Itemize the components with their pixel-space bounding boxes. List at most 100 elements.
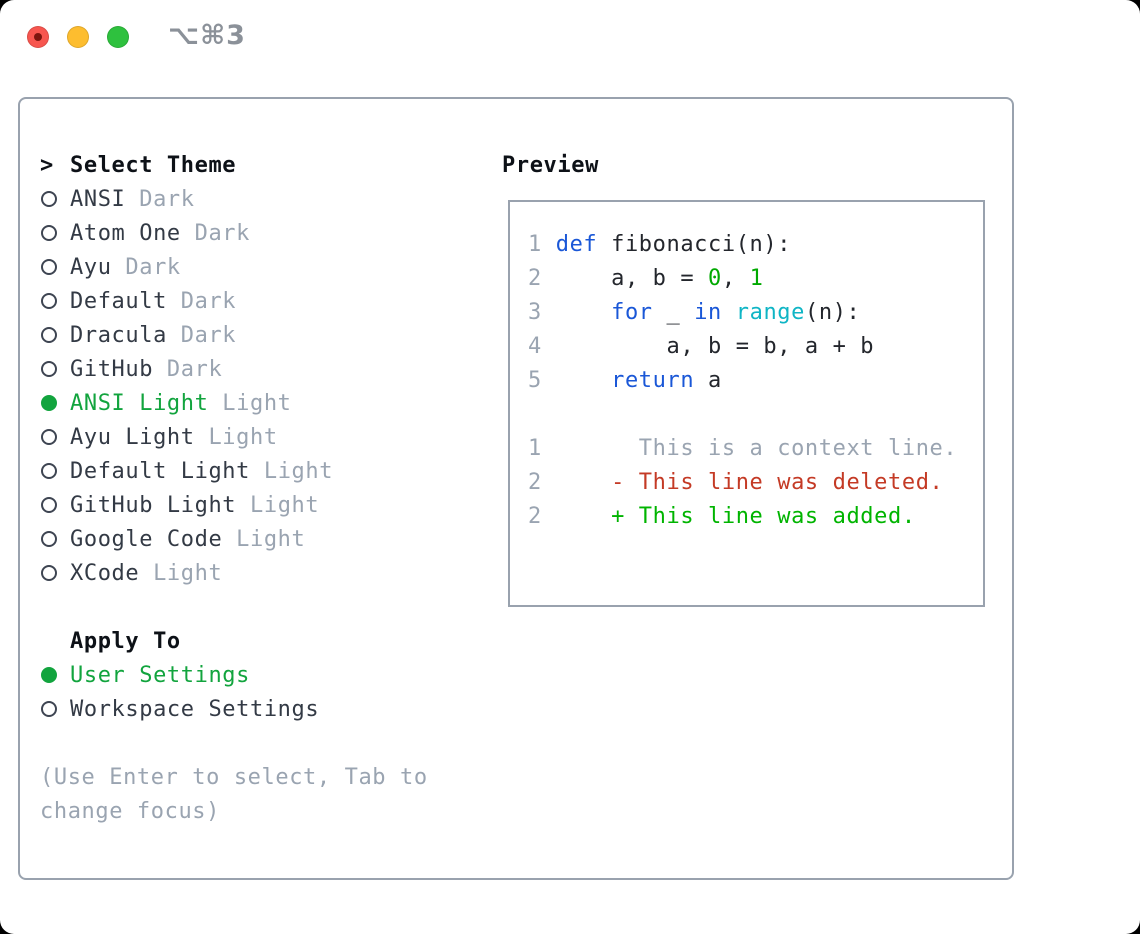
variant-tag: Dark bbox=[166, 288, 237, 314]
variant-tag: Dark bbox=[125, 186, 195, 212]
line-number: 1 bbox=[528, 436, 542, 461]
theme-option-dracula[interactable]: Dracula Dark bbox=[40, 318, 428, 352]
option-label: XCode bbox=[70, 560, 140, 586]
code-line: 3 for _ in range(n): bbox=[528, 300, 983, 334]
radio-selected-icon bbox=[41, 395, 57, 411]
preview-header: Preview bbox=[502, 148, 599, 182]
radio-icon bbox=[41, 191, 57, 207]
option-label: Default bbox=[70, 288, 167, 314]
line-number: 5 bbox=[528, 368, 542, 393]
option-label: ANSI bbox=[70, 186, 126, 212]
code-token: + This line was added. bbox=[555, 504, 916, 529]
select-theme-header: > Select Theme bbox=[40, 148, 428, 182]
theme-option-google-code[interactable]: Google Code Light bbox=[40, 522, 428, 556]
radio-icon bbox=[41, 361, 57, 377]
code-line: 2 + This line was added. bbox=[528, 504, 983, 538]
variant-tag: Light bbox=[222, 526, 306, 552]
code-line: 2 - This line was deleted. bbox=[528, 470, 983, 504]
code-token: - This line was deleted. bbox=[555, 470, 944, 495]
theme-option-github[interactable]: GitHub Dark bbox=[40, 352, 428, 386]
code-line: 4 a, b = b, a + b bbox=[528, 334, 983, 368]
option-label: Ayu bbox=[70, 254, 112, 280]
variant-tag: Dark bbox=[111, 254, 181, 280]
theme-option-default[interactable]: Default Dark bbox=[40, 284, 428, 318]
code-token bbox=[556, 368, 611, 393]
code-token: 0 bbox=[708, 266, 722, 291]
line-number: 3 bbox=[528, 300, 542, 325]
code-line: 1 def fibonacci(n): bbox=[528, 232, 983, 266]
apply-to-header: Apply To bbox=[40, 624, 428, 658]
cursor-chevron-icon: > bbox=[40, 152, 54, 178]
option-label: Workspace Settings bbox=[70, 696, 320, 722]
apply-option-user-settings[interactable]: User Settings bbox=[40, 658, 428, 692]
code-token: def bbox=[555, 232, 598, 257]
variant-tag: Light bbox=[208, 390, 292, 416]
variant-tag: Light bbox=[194, 424, 278, 450]
option-label: User Settings bbox=[70, 662, 250, 688]
code-token: return bbox=[611, 368, 695, 393]
apply-option-workspace-settings[interactable]: Workspace Settings bbox=[40, 692, 428, 726]
option-label: GitHub bbox=[70, 356, 154, 382]
code-token: in bbox=[694, 300, 722, 325]
option-label: Atom One bbox=[70, 220, 181, 246]
code-token: 1 bbox=[749, 266, 764, 291]
option-label: Google Code bbox=[70, 526, 223, 552]
radio-icon bbox=[41, 327, 57, 343]
theme-option-default-light[interactable]: Default Light Light bbox=[40, 454, 428, 488]
code-token bbox=[556, 300, 611, 325]
help-text-line1: (Use Enter to select, Tab to bbox=[40, 764, 428, 790]
theme-option-ayu[interactable]: Ayu Dark bbox=[40, 250, 428, 284]
help-text-line2: change focus) bbox=[40, 798, 220, 824]
code-token: a, b = b, a + b bbox=[555, 334, 875, 359]
zoom-button[interactable] bbox=[107, 26, 129, 48]
code-token: for bbox=[611, 300, 653, 325]
radio-icon bbox=[41, 293, 57, 309]
variant-tag: Dark bbox=[180, 220, 250, 246]
code-token: _ bbox=[652, 300, 695, 325]
variant-tag: Light bbox=[250, 458, 334, 484]
radio-icon bbox=[41, 565, 57, 581]
variant-tag: Light bbox=[236, 492, 320, 518]
variant-tag: Dark bbox=[166, 322, 237, 348]
keyboard-shortcut-label: ⌥⌘3 bbox=[168, 20, 246, 51]
code-token: fibonacci(n): bbox=[597, 232, 792, 257]
theme-option-ansi[interactable]: ANSI Dark bbox=[40, 182, 428, 216]
theme-option-xcode[interactable]: XCode Light bbox=[40, 556, 428, 590]
theme-option-ansi-light[interactable]: ANSI Light Light bbox=[40, 386, 428, 420]
minimize-button[interactable] bbox=[67, 26, 89, 48]
radio-icon bbox=[41, 225, 57, 241]
radio-icon bbox=[41, 429, 57, 445]
theme-option-github-light[interactable]: GitHub Light Light bbox=[40, 488, 428, 522]
apply-to-title: Apply To bbox=[70, 628, 181, 654]
radio-selected-icon bbox=[41, 667, 57, 683]
option-label: ANSI Light bbox=[70, 390, 209, 416]
code-token: (n): bbox=[805, 300, 861, 325]
title-bar: ⌥⌘3 bbox=[0, 0, 1140, 75]
option-label: Ayu Light bbox=[70, 424, 195, 450]
code-token: This is a context line. bbox=[555, 436, 958, 461]
code-token: a bbox=[694, 368, 722, 393]
line-number: 2 bbox=[528, 504, 542, 529]
preview-title: Preview bbox=[502, 152, 599, 178]
theme-option-ayu-light[interactable]: Ayu Light Light bbox=[40, 420, 428, 454]
radio-icon bbox=[41, 497, 57, 513]
option-label: Default Light bbox=[70, 458, 250, 484]
line-number: 2 bbox=[528, 470, 542, 495]
radio-icon bbox=[41, 701, 57, 717]
code-token: , bbox=[721, 266, 750, 291]
spacer bbox=[40, 726, 428, 760]
code-token: range bbox=[735, 300, 805, 325]
radio-icon bbox=[41, 463, 57, 479]
theme-option-atom-one[interactable]: Atom One Dark bbox=[40, 216, 428, 250]
code-line: 5 return a bbox=[528, 368, 983, 402]
close-button[interactable] bbox=[27, 26, 49, 48]
option-label: Dracula bbox=[70, 322, 167, 348]
code-line bbox=[528, 402, 983, 436]
spacer bbox=[40, 590, 428, 624]
